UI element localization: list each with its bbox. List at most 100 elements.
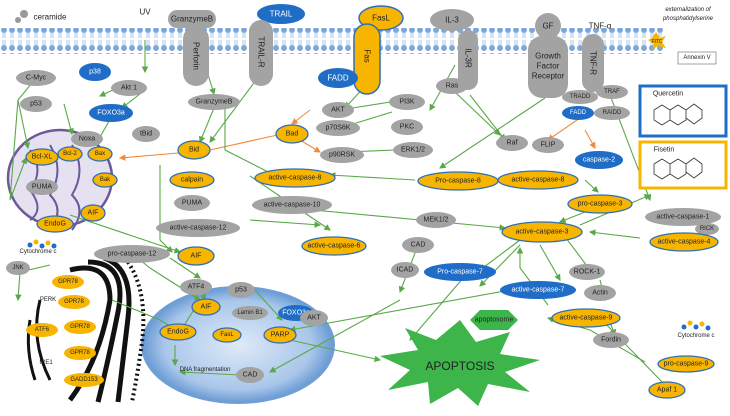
node-granzymeb2: GranzymeB: [188, 94, 240, 110]
akt1-label: Akt 1: [121, 85, 137, 92]
node-act-casp10: active-caspase-10: [252, 196, 332, 214]
node-bax: Bax: [87, 146, 113, 162]
ceramide-label: ceramide: [15, 10, 67, 23]
pro-casp7-label: Pro-caspase-7: [437, 269, 483, 276]
grp78-3-label: GPR78: [70, 324, 90, 330]
aif-nuc-label: AIF: [201, 304, 212, 311]
node-atf4: ATF4: [180, 279, 212, 295]
puma-mid-label: PUMA: [182, 200, 203, 207]
node-puma-left: PUMA: [26, 179, 58, 195]
node-bcl2: Bcl-2: [57, 146, 83, 162]
endog-mito-label: EndoG: [44, 221, 66, 228]
node-foxo3a: FOXO3a: [89, 104, 133, 122]
fas-receptor: Fas: [353, 23, 381, 95]
node-act-casp3: active-caspase-3: [501, 221, 583, 243]
quercetin-inset: Quercetin: [638, 84, 728, 138]
endog-nuc-label: EndoG: [167, 329, 189, 336]
node-puma-mid: PUMA: [174, 195, 210, 211]
trail-receptor: TRAIL-R: [249, 20, 273, 86]
node-bclxl: Bcl-XL: [25, 148, 59, 166]
fadd2-label: FADD: [570, 110, 587, 116]
pro-casp8-label: Pro-caspase-8: [435, 178, 481, 185]
cytochrome-right-label: Cytochrome c: [677, 333, 714, 339]
grp78-1-label: GPR78: [58, 279, 78, 285]
node-rock1: ROCK-1: [569, 264, 605, 280]
cytochrome-left-label: Cytochrome c: [19, 249, 56, 255]
svg-text:TNF-α: TNF-α: [589, 22, 612, 31]
svg-text:Annexin V: Annexin V: [683, 55, 710, 61]
node-fordin: Fordin: [593, 332, 629, 348]
foxo3a-nuc-label: FOXO3a: [282, 310, 310, 317]
atf4-label: ATF4: [188, 284, 205, 291]
gadd153-label: GADD153: [70, 377, 98, 383]
node-act-casp12: active-caspase-12: [156, 219, 240, 237]
ext-line-1: externalization of: [665, 7, 712, 13]
act-casp6-label: active-caspase-6: [308, 243, 361, 250]
ras-label: Ras: [446, 83, 459, 90]
node-icad: ICAD: [391, 262, 419, 278]
node-pro-casp9: pro-caspase-9: [657, 355, 715, 373]
pro-casp12-label: pro-caspase-12: [108, 251, 157, 258]
flip-label: FLIP: [541, 142, 556, 149]
node-calpain: calpain: [169, 171, 215, 189]
il3r-receptor: IL-3R: [458, 30, 478, 90]
svg-text:FasL: FasL: [372, 14, 390, 23]
traf-label: TRAF: [604, 89, 620, 95]
node-akt-mid: AKT: [322, 102, 354, 118]
uv-label: UV: [139, 8, 151, 17]
node-mek12: MEK1/2: [416, 212, 456, 228]
pro-casp3-label: pro-caspase-3: [578, 201, 623, 208]
icad-label: ICAD: [397, 267, 414, 274]
node-tradd: TRADD: [562, 90, 598, 104]
atf6-shape: [26, 323, 58, 337]
trail-node: TRAIL: [257, 4, 305, 24]
p53-left-label: p53: [30, 101, 42, 108]
node-fadd2: FADD: [562, 106, 594, 120]
svg-text:ceramide: ceramide: [34, 13, 67, 22]
node-traf: TRAF: [596, 85, 628, 99]
perk-label: PERK: [40, 297, 56, 303]
node-p90rsk: p90RSK: [320, 147, 364, 163]
akt-mid-label: AKT: [331, 107, 345, 114]
perforin-receptor: Perforin: [183, 26, 209, 86]
bak-label: Bak: [100, 177, 111, 183]
tnfr-receptor: TNF-R: [582, 34, 604, 92]
node-rick: RICK: [695, 223, 719, 235]
svg-text:GF: GF: [542, 22, 553, 31]
bid-label: Bid: [189, 147, 199, 154]
fasl-nuc-label: FasL: [220, 332, 234, 338]
grp78-3-shape: [64, 320, 96, 334]
svg-text:Quercetin: Quercetin: [653, 91, 683, 98]
raidd-label: RAIDD: [603, 110, 622, 116]
dna-frag-label: DNA fragmentation: [180, 367, 231, 373]
node-bad: Bad: [275, 124, 309, 144]
aif-mito-label: AIF: [88, 210, 99, 217]
raf-label: Raf: [507, 140, 518, 147]
pkc-label: PKC: [400, 124, 414, 131]
svg-text:FADD: FADD: [327, 74, 349, 83]
bax-label: Bax: [95, 151, 105, 157]
tradd-label: TRADD: [570, 94, 591, 100]
akt-nuc-label: AKT: [307, 315, 321, 322]
cytochrome-dots-right: [681, 320, 711, 331]
node-caspase2: caspase-2: [575, 151, 623, 169]
svg-text:APOPTOSIS: APOPTOSIS: [425, 359, 494, 373]
externalization-label: externalization of phosphatidylserine: [662, 7, 714, 22]
node-akt-nuc: AKT: [300, 310, 328, 326]
apaf1-label: Apaf 1: [657, 387, 677, 394]
jnk-label: JNK: [12, 265, 23, 271]
node-noxa: Noxa: [71, 131, 103, 147]
svg-text:apoptosome: apoptosome: [475, 317, 514, 324]
svg-text:TRAIL: TRAIL: [270, 10, 293, 19]
node-raf: Raf: [496, 135, 528, 151]
fadd-node: FADD: [318, 68, 358, 88]
node-bid: Bid: [177, 140, 211, 160]
act-casp8-left-label: active-caspase-8: [269, 175, 322, 182]
rock1-label: ROCK-1: [574, 269, 601, 276]
svg-text:Perforin: Perforin: [192, 42, 201, 70]
grp78-4-shape: [64, 346, 96, 360]
node-pro-casp7: Pro-caspase-7: [424, 263, 496, 281]
act-casp10-label: active-caspase-10: [264, 202, 321, 209]
